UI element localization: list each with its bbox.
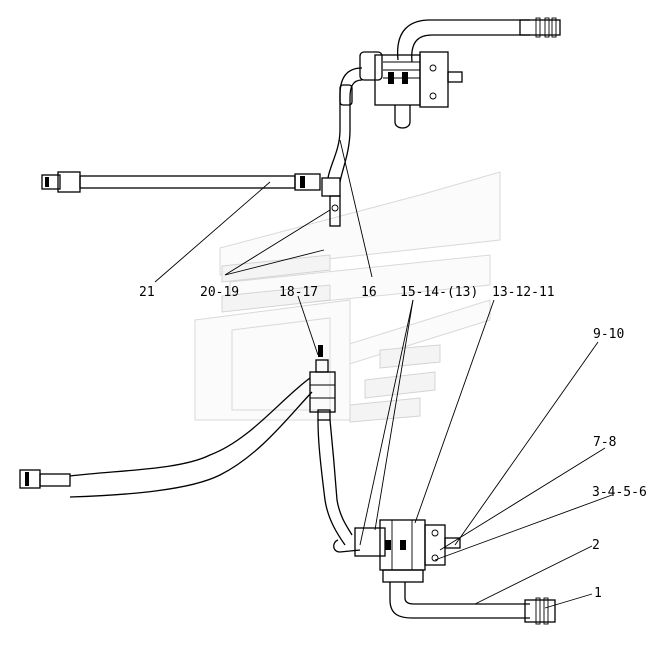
callout-18-17: 18-17 [279, 285, 318, 300]
callout-15-14-13: 15-14-(13) [400, 285, 478, 300]
long-tube [41, 171, 321, 193]
lower-pump-assembly [354, 519, 556, 625]
upper-hose [321, 67, 363, 227]
upper-pump-assembly [359, 17, 561, 129]
callout-9-10: 9-10 [593, 327, 624, 342]
callout-13-12-11: 13-12-11 [492, 285, 555, 300]
leader-lines [154, 139, 613, 609]
watermark-logo [194, 171, 501, 423]
callout-2: 2 [592, 538, 600, 553]
callout-7-8: 7-8 [593, 435, 616, 450]
callout-labels: 21 20-19 18-17 16 15-14-(13) 13-12-11 9-… [139, 285, 647, 601]
callout-1: 1 [594, 586, 602, 601]
lower-hose [317, 419, 361, 553]
callout-21: 21 [139, 285, 155, 300]
callout-3-4-5-6: 3-4-5-6 [592, 485, 647, 500]
callout-16: 16 [361, 285, 377, 300]
callout-20-19: 20-19 [200, 285, 239, 300]
left-hose [19, 377, 313, 498]
middle-valve [309, 345, 336, 421]
